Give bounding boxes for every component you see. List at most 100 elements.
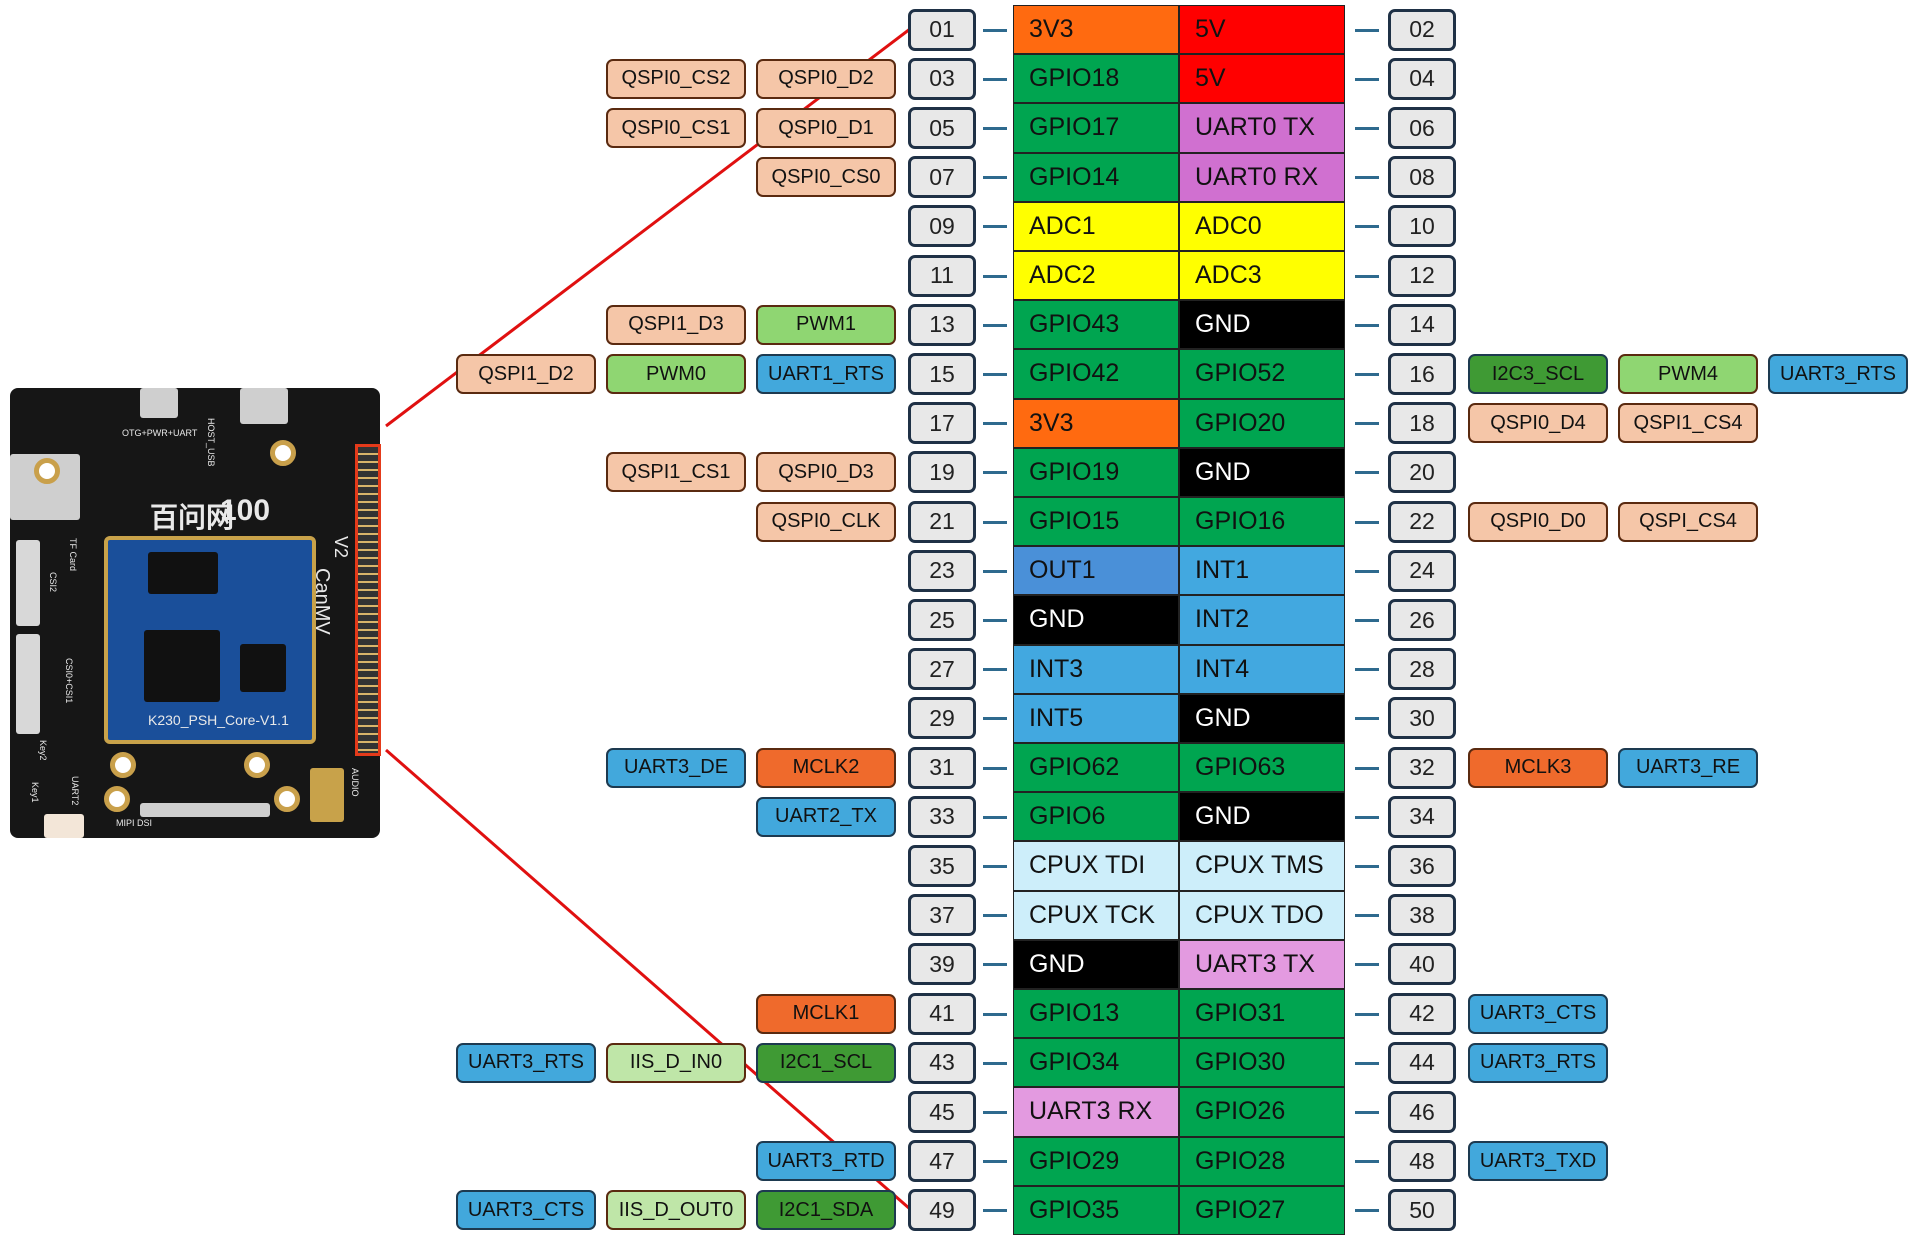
pin-cell-right: GPIO28 <box>1179 1136 1345 1186</box>
pin-cell-right: GND <box>1179 447 1345 497</box>
pin-cell-left: GPIO19 <box>1013 447 1179 497</box>
alt-function-tag: QSPI0_CLK <box>756 501 896 542</box>
alt-function-tag: I2C3_SCL <box>1468 354 1608 394</box>
pin-cell-left: GPIO6 <box>1013 792 1179 842</box>
pin-cell-right: GPIO16 <box>1179 497 1345 547</box>
pin-dash-left <box>983 127 1007 130</box>
pin-dash-right <box>1355 766 1379 770</box>
pin-number-left: 29 <box>908 697 976 740</box>
alt-function-tag: UART3_RTS <box>456 1042 596 1083</box>
alt-function-tag: QSPI1_CS4 <box>1618 403 1758 444</box>
pin-cell-left: GPIO15 <box>1013 497 1179 547</box>
alt-function-tag: UART3_RTD <box>756 1141 896 1182</box>
pin-number-right: 34 <box>1388 795 1456 838</box>
pin-number-right: 36 <box>1388 845 1456 887</box>
pin-number-right: 38 <box>1388 894 1456 937</box>
pin-number-right: 12 <box>1388 254 1456 297</box>
pin-number-right: 28 <box>1388 648 1456 691</box>
gpio-header <box>355 444 381 756</box>
alt-function-tag: UART3_CTS <box>1468 993 1608 1034</box>
brand-text: 百问网 <box>150 502 235 533</box>
pin-dash-right <box>1355 1111 1379 1114</box>
pin-cell-left: CPUX TCK <box>1013 890 1179 940</box>
pin-dash-left <box>983 619 1007 622</box>
pin-number-left: 41 <box>908 992 976 1035</box>
pin-cell-left: ADC1 <box>1013 201 1179 251</box>
pin-number-right: 14 <box>1388 303 1456 346</box>
pin-number-right: 24 <box>1388 549 1456 592</box>
alt-function-tag: IIS_D_IN0 <box>606 1042 746 1083</box>
dsi-connector <box>140 803 270 817</box>
pin-number-left: 07 <box>908 156 976 199</box>
pin-number-right: 08 <box>1388 156 1456 199</box>
pin-number-left: 33 <box>908 795 976 838</box>
pin-dash-right <box>1355 274 1379 278</box>
pin-dash-right <box>1355 520 1379 524</box>
silk-otg: OTG+PWR+UART <box>122 428 198 438</box>
pin-cell-left: 3V3 <box>1013 5 1179 55</box>
silk-tf-card: TF Card <box>68 538 78 572</box>
pin-dash-left <box>983 77 1007 81</box>
pin-dash-left <box>983 914 1007 918</box>
pin-dash-right <box>1355 225 1379 229</box>
alt-function-tag: UART1_RTS <box>756 354 896 394</box>
pin-dash-right <box>1355 865 1379 868</box>
alt-function-tag: PWM0 <box>606 354 746 394</box>
silk-mipi-dsi: MIPI DSI <box>116 818 153 828</box>
pin-cell-right: GPIO63 <box>1179 743 1345 793</box>
pin-cell-right: GND <box>1179 693 1345 743</box>
pin-number-right: 20 <box>1388 451 1456 494</box>
pin-dash-left <box>983 373 1007 376</box>
pin-dash-right <box>1355 77 1379 81</box>
pin-number-left: 45 <box>908 1091 976 1133</box>
pin-cell-right: ADC0 <box>1179 201 1345 251</box>
pin-dash-left <box>983 1012 1007 1016</box>
pin-cell-left: GPIO42 <box>1013 349 1179 399</box>
pin-dash-left <box>983 422 1007 426</box>
pin-cell-left: INT5 <box>1013 693 1179 743</box>
silk-key1: Key1 <box>30 782 40 803</box>
pin-dash-right <box>1355 471 1379 475</box>
pin-number-left: 05 <box>908 107 976 149</box>
pin-dash-right <box>1355 422 1379 426</box>
alt-function-tag: IIS_D_OUT0 <box>606 1190 746 1231</box>
pin-dash-right <box>1355 28 1379 32</box>
pin-number-right: 30 <box>1388 697 1456 740</box>
pin-dash-left <box>983 963 1007 967</box>
pin-dash-left <box>983 766 1007 770</box>
pin-number-left: 03 <box>908 57 976 100</box>
pin-number-left: 15 <box>908 353 976 395</box>
silk-csi2: CSI2 <box>48 572 58 593</box>
pin-cell-left: GPIO13 <box>1013 989 1179 1039</box>
alt-function-tag: QSPI0_D4 <box>1468 403 1608 444</box>
alt-function-tag: QSPI0_D3 <box>756 452 896 493</box>
pin-number-left: 31 <box>908 746 976 789</box>
pin-cell-right: UART3 TX <box>1179 939 1345 989</box>
pin-cell-right: GND <box>1179 300 1345 350</box>
pin-number-right: 48 <box>1388 1140 1456 1183</box>
alt-function-tag: PWM4 <box>1618 354 1758 394</box>
soc-chip <box>144 630 220 702</box>
alt-function-tag: UART3_RTS <box>1768 354 1908 394</box>
version-label: V2 <box>331 536 351 559</box>
mount-hole-ml <box>110 752 136 778</box>
alt-function-tag: QSPI0_CS1 <box>606 108 746 148</box>
pin-cell-right: GPIO30 <box>1179 1038 1345 1088</box>
mount-hole-bl <box>104 786 130 812</box>
pin-dash-right <box>1355 323 1379 327</box>
pin-cell-left: GPIO43 <box>1013 300 1179 350</box>
pin-number-left: 23 <box>908 549 976 592</box>
pin-number-right: 16 <box>1388 353 1456 395</box>
pin-number-left: 01 <box>908 8 976 51</box>
silk-audio: AUDIO <box>350 768 360 797</box>
pin-number-right: 32 <box>1388 746 1456 789</box>
pin-cell-right: GPIO31 <box>1179 989 1345 1039</box>
pin-cell-left: GPIO35 <box>1013 1185 1179 1235</box>
pin-number-left: 43 <box>908 1041 976 1084</box>
alt-function-tag: MCLK1 <box>756 993 896 1034</box>
uart-connector <box>44 814 84 838</box>
pin-dash-right <box>1355 963 1379 967</box>
pin-dash-right <box>1355 1061 1379 1065</box>
pin-number-left: 13 <box>908 303 976 346</box>
pin-cell-left: OUT1 <box>1013 546 1179 596</box>
